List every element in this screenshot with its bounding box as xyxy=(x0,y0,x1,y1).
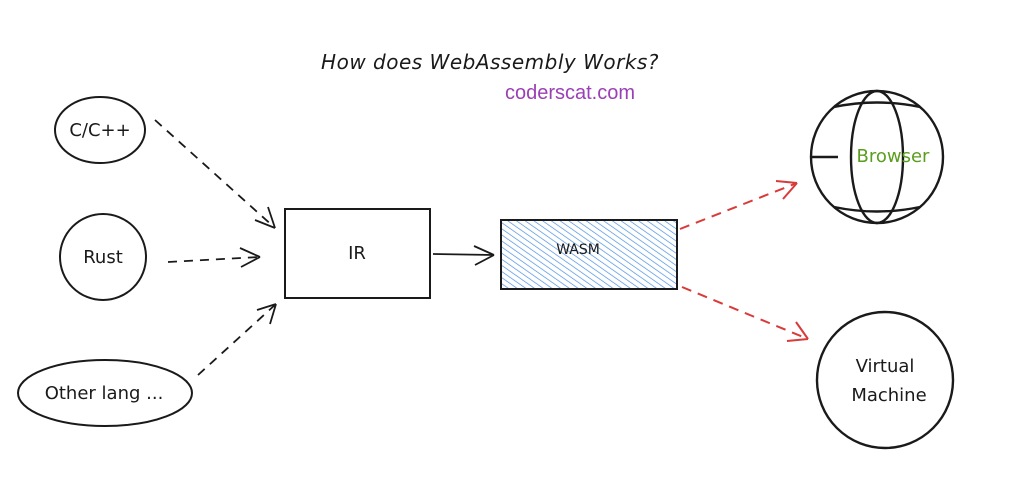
node-ir: IR xyxy=(284,208,431,299)
arrow-wasm-to-browser xyxy=(679,180,798,230)
node-virtual-machine: Virtual Machine xyxy=(815,310,955,450)
diagram-title: How does WebAssembly Works? xyxy=(321,50,659,74)
site-label: coderscat.com xyxy=(504,82,636,104)
node-vm-label-line1: Virtual xyxy=(856,356,915,377)
arrow-wasm-to-vm xyxy=(681,286,809,342)
arrow-other-to-ir xyxy=(197,303,277,376)
node-other-lang-label: Other lang ... xyxy=(45,383,164,404)
node-rust: Rust xyxy=(59,213,147,301)
arrow-cpp-to-ir xyxy=(154,119,276,229)
node-cpp-label: C/C++ xyxy=(69,120,130,141)
node-wasm: WASM xyxy=(500,219,678,290)
node-wasm-label: WASM xyxy=(556,242,600,258)
node-rust-label: Rust xyxy=(83,247,123,268)
arrow-rust-to-ir xyxy=(167,247,261,268)
node-browser-label: Browser xyxy=(857,146,931,167)
node-cpp: C/C++ xyxy=(54,96,146,164)
globe-icon xyxy=(809,89,945,225)
node-vm-label-line2: Machine xyxy=(851,385,926,406)
arrow-ir-to-wasm xyxy=(432,245,495,266)
node-browser: Browser xyxy=(809,89,945,225)
node-other-lang: Other lang ... xyxy=(17,359,193,427)
node-ir-label: IR xyxy=(348,243,366,264)
